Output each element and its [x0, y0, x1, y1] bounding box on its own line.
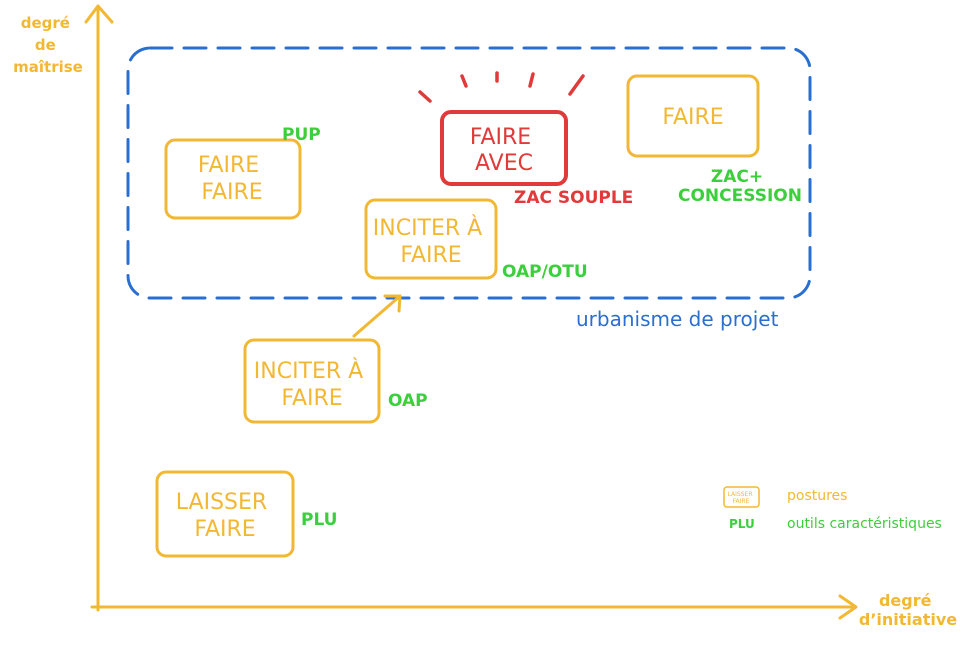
posture-box: [243, 338, 381, 424]
posture-faire-faire: FAIRE FAIRE: [164, 138, 302, 220]
legend-posture-sample-line: FAIRE: [733, 498, 750, 505]
posture-faire: FAIRE: [626, 74, 760, 158]
posture-inciter-a-faire-oap: INCITER À FAIRE: [243, 338, 381, 424]
emphasis-rays: [418, 71, 585, 103]
posture-label-line: FAIRE: [400, 243, 461, 268]
legend-tool-sample: PLU: [729, 517, 755, 531]
emphasis-ray: [528, 72, 535, 88]
posture-label-line: LAISSER: [176, 490, 267, 515]
axes: degré de maîtrise degré d’initiative: [13, 4, 957, 629]
progression-arrow-head: [383, 294, 402, 313]
posture-box: [626, 74, 760, 158]
posture-box: [364, 198, 498, 280]
posture-label-line: FAIRE: [662, 105, 723, 130]
tool-label-line: CONCESSION: [678, 186, 802, 206]
x-axis-title-line: degré: [879, 591, 932, 610]
zone-dashed-border: [126, 46, 812, 300]
zone-label: urbanisme de projet: [576, 307, 779, 331]
tool-oap-otu: OAP/OTU: [502, 262, 588, 282]
emphasis-ray: [460, 74, 468, 88]
x-axis-arrowhead: [838, 594, 858, 620]
tool-zac-souple: ZAC SOUPLE: [514, 188, 633, 208]
posture-box: [155, 470, 295, 558]
posture-inciter-a-faire-oap-otu: INCITER À FAIRE: [364, 198, 498, 280]
posture-label-line: INCITER À: [254, 358, 363, 384]
x-axis-title-line: d’initiative: [859, 610, 957, 629]
posture-label: LAISSER FAIRE: [176, 490, 274, 542]
legend-posture-label: postures: [787, 488, 847, 504]
posture-label-line: FAIRE: [281, 386, 342, 411]
posture-laisser-faire: LAISSER FAIRE: [155, 470, 295, 558]
posture-label-line: FAIRE: [194, 517, 255, 542]
tool-label-line: ZAC+: [711, 167, 763, 187]
y-axis-title-line: de: [35, 36, 56, 54]
emphasis-ray: [568, 74, 585, 96]
zone-urbanisme-de-projet: urbanisme de projet: [126, 46, 812, 331]
progression-arrow: [352, 294, 402, 338]
progression-arrow-shaft: [352, 294, 402, 338]
x-axis-title: degré d’initiative: [859, 591, 957, 629]
y-axis-title-line: degré: [21, 14, 70, 32]
y-axis-title-line: maîtrise: [13, 58, 83, 76]
posture-label: FAIRE: [662, 105, 723, 130]
legend-posture-sample: LAISSER FAIRE: [728, 491, 755, 505]
posture-label-line: FAIRE: [198, 153, 259, 178]
posture-label-line: FAIRE: [201, 180, 262, 205]
legend: LAISSER FAIRE postures PLU outils caract…: [723, 486, 942, 532]
posture-label: FAIRE AVEC: [470, 125, 538, 176]
tool-zac-concession: ZAC+ CONCESSION: [678, 167, 802, 206]
emphasis-ray: [418, 90, 432, 103]
posture-label-line: INCITER À: [373, 215, 482, 241]
legend-posture-sample-box: [723, 486, 760, 508]
y-axis-arrowhead: [84, 4, 114, 24]
tool-pup: PUP: [282, 125, 321, 145]
y-axis-title: degré de maîtrise: [13, 14, 83, 76]
posture-box: [440, 110, 568, 186]
posture-label-line: AVEC: [475, 151, 533, 176]
posture-box: [164, 138, 302, 220]
legend-posture-sample-line: LAISSER: [728, 491, 753, 498]
tool-plu: PLU: [301, 510, 338, 530]
legend-tool-label: outils caractéristiques: [787, 516, 942, 532]
posture-label: FAIRE FAIRE: [198, 153, 266, 205]
posture-label: INCITER À FAIRE: [373, 215, 489, 268]
posture-label: INCITER À FAIRE: [254, 358, 370, 411]
tool-oap: OAP: [388, 391, 428, 411]
posture-label-line: FAIRE: [470, 125, 531, 150]
posture-faire-avec: FAIRE AVEC: [418, 71, 585, 186]
